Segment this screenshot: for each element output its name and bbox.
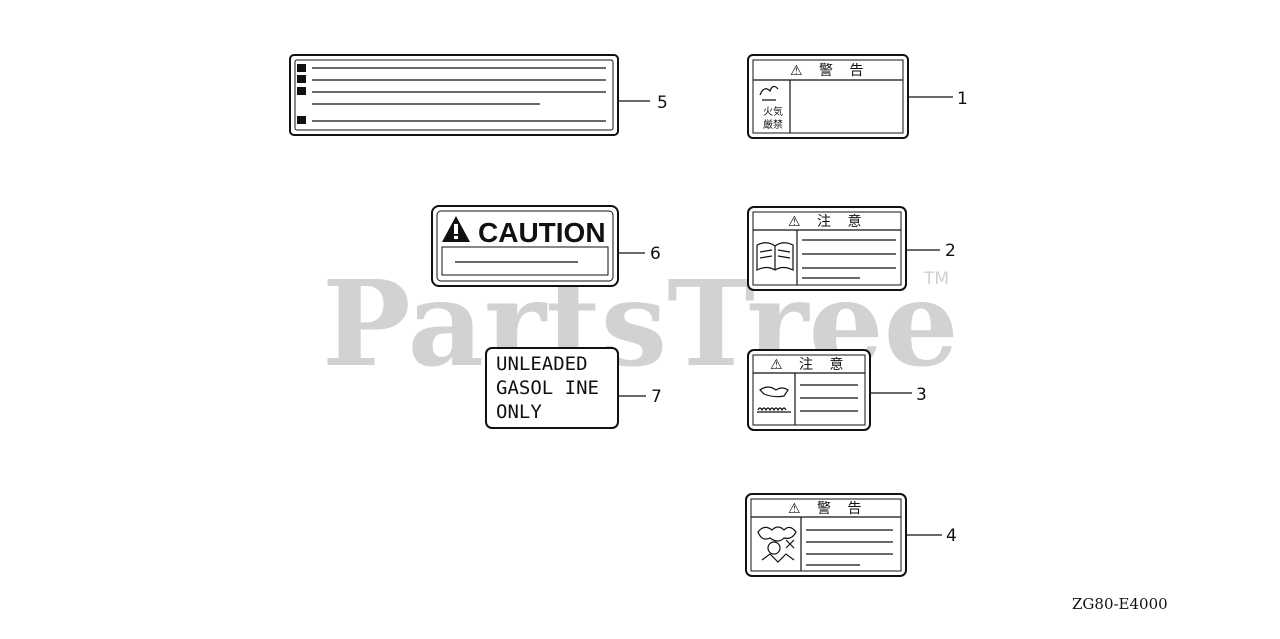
svg-text:厳禁: 厳禁 xyxy=(763,118,783,131)
svg-text:火気: 火気 xyxy=(763,105,783,118)
manual-book-icon xyxy=(756,242,794,271)
label-7[interactable]: UNLEADED GASOL INE ONLY xyxy=(485,347,619,429)
label-4-header: ⚠ 警 告 xyxy=(788,501,867,517)
callout-1: 1 xyxy=(957,89,968,109)
label-3-header: ⚠ 注 意 xyxy=(770,356,849,373)
callout-4: 4 xyxy=(946,526,957,546)
watermark-tm: TM xyxy=(923,269,949,289)
callout-7: 7 xyxy=(651,387,662,407)
label-6[interactable]: CAUTION xyxy=(431,205,619,287)
label-5[interactable] xyxy=(289,54,619,136)
label-2[interactable]: ⚠ 注 意 xyxy=(747,206,907,291)
warning-triangle-icon xyxy=(442,216,470,242)
label-1-header: ⚠ 警 告 xyxy=(790,63,869,79)
label-2-header: ⚠ 注 意 xyxy=(788,213,867,230)
unleaded-line-2: GASOL INE xyxy=(496,377,599,399)
exhaust-gas-icon xyxy=(757,526,797,563)
fire-warning-icon: 火気 厳禁 xyxy=(759,85,783,131)
label-1[interactable]: ⚠ 警 告 火気 厳禁 xyxy=(747,54,909,139)
caution-title: CAUTION xyxy=(478,217,606,248)
hot-surface-hand-icon xyxy=(757,386,791,413)
unleaded-line-1: UNLEADED xyxy=(496,353,588,375)
callout-5: 5 xyxy=(657,93,668,113)
callout-2: 2 xyxy=(945,241,956,261)
label-3[interactable]: ⚠ 注 意 xyxy=(747,349,871,431)
unleaded-line-3: ONLY xyxy=(496,401,542,423)
callout-6: 6 xyxy=(650,244,661,264)
callout-3: 3 xyxy=(916,385,927,405)
label-4[interactable]: ⚠ 警 告 xyxy=(745,493,907,577)
drawing-code: ZG80-E4000 xyxy=(1072,595,1168,613)
